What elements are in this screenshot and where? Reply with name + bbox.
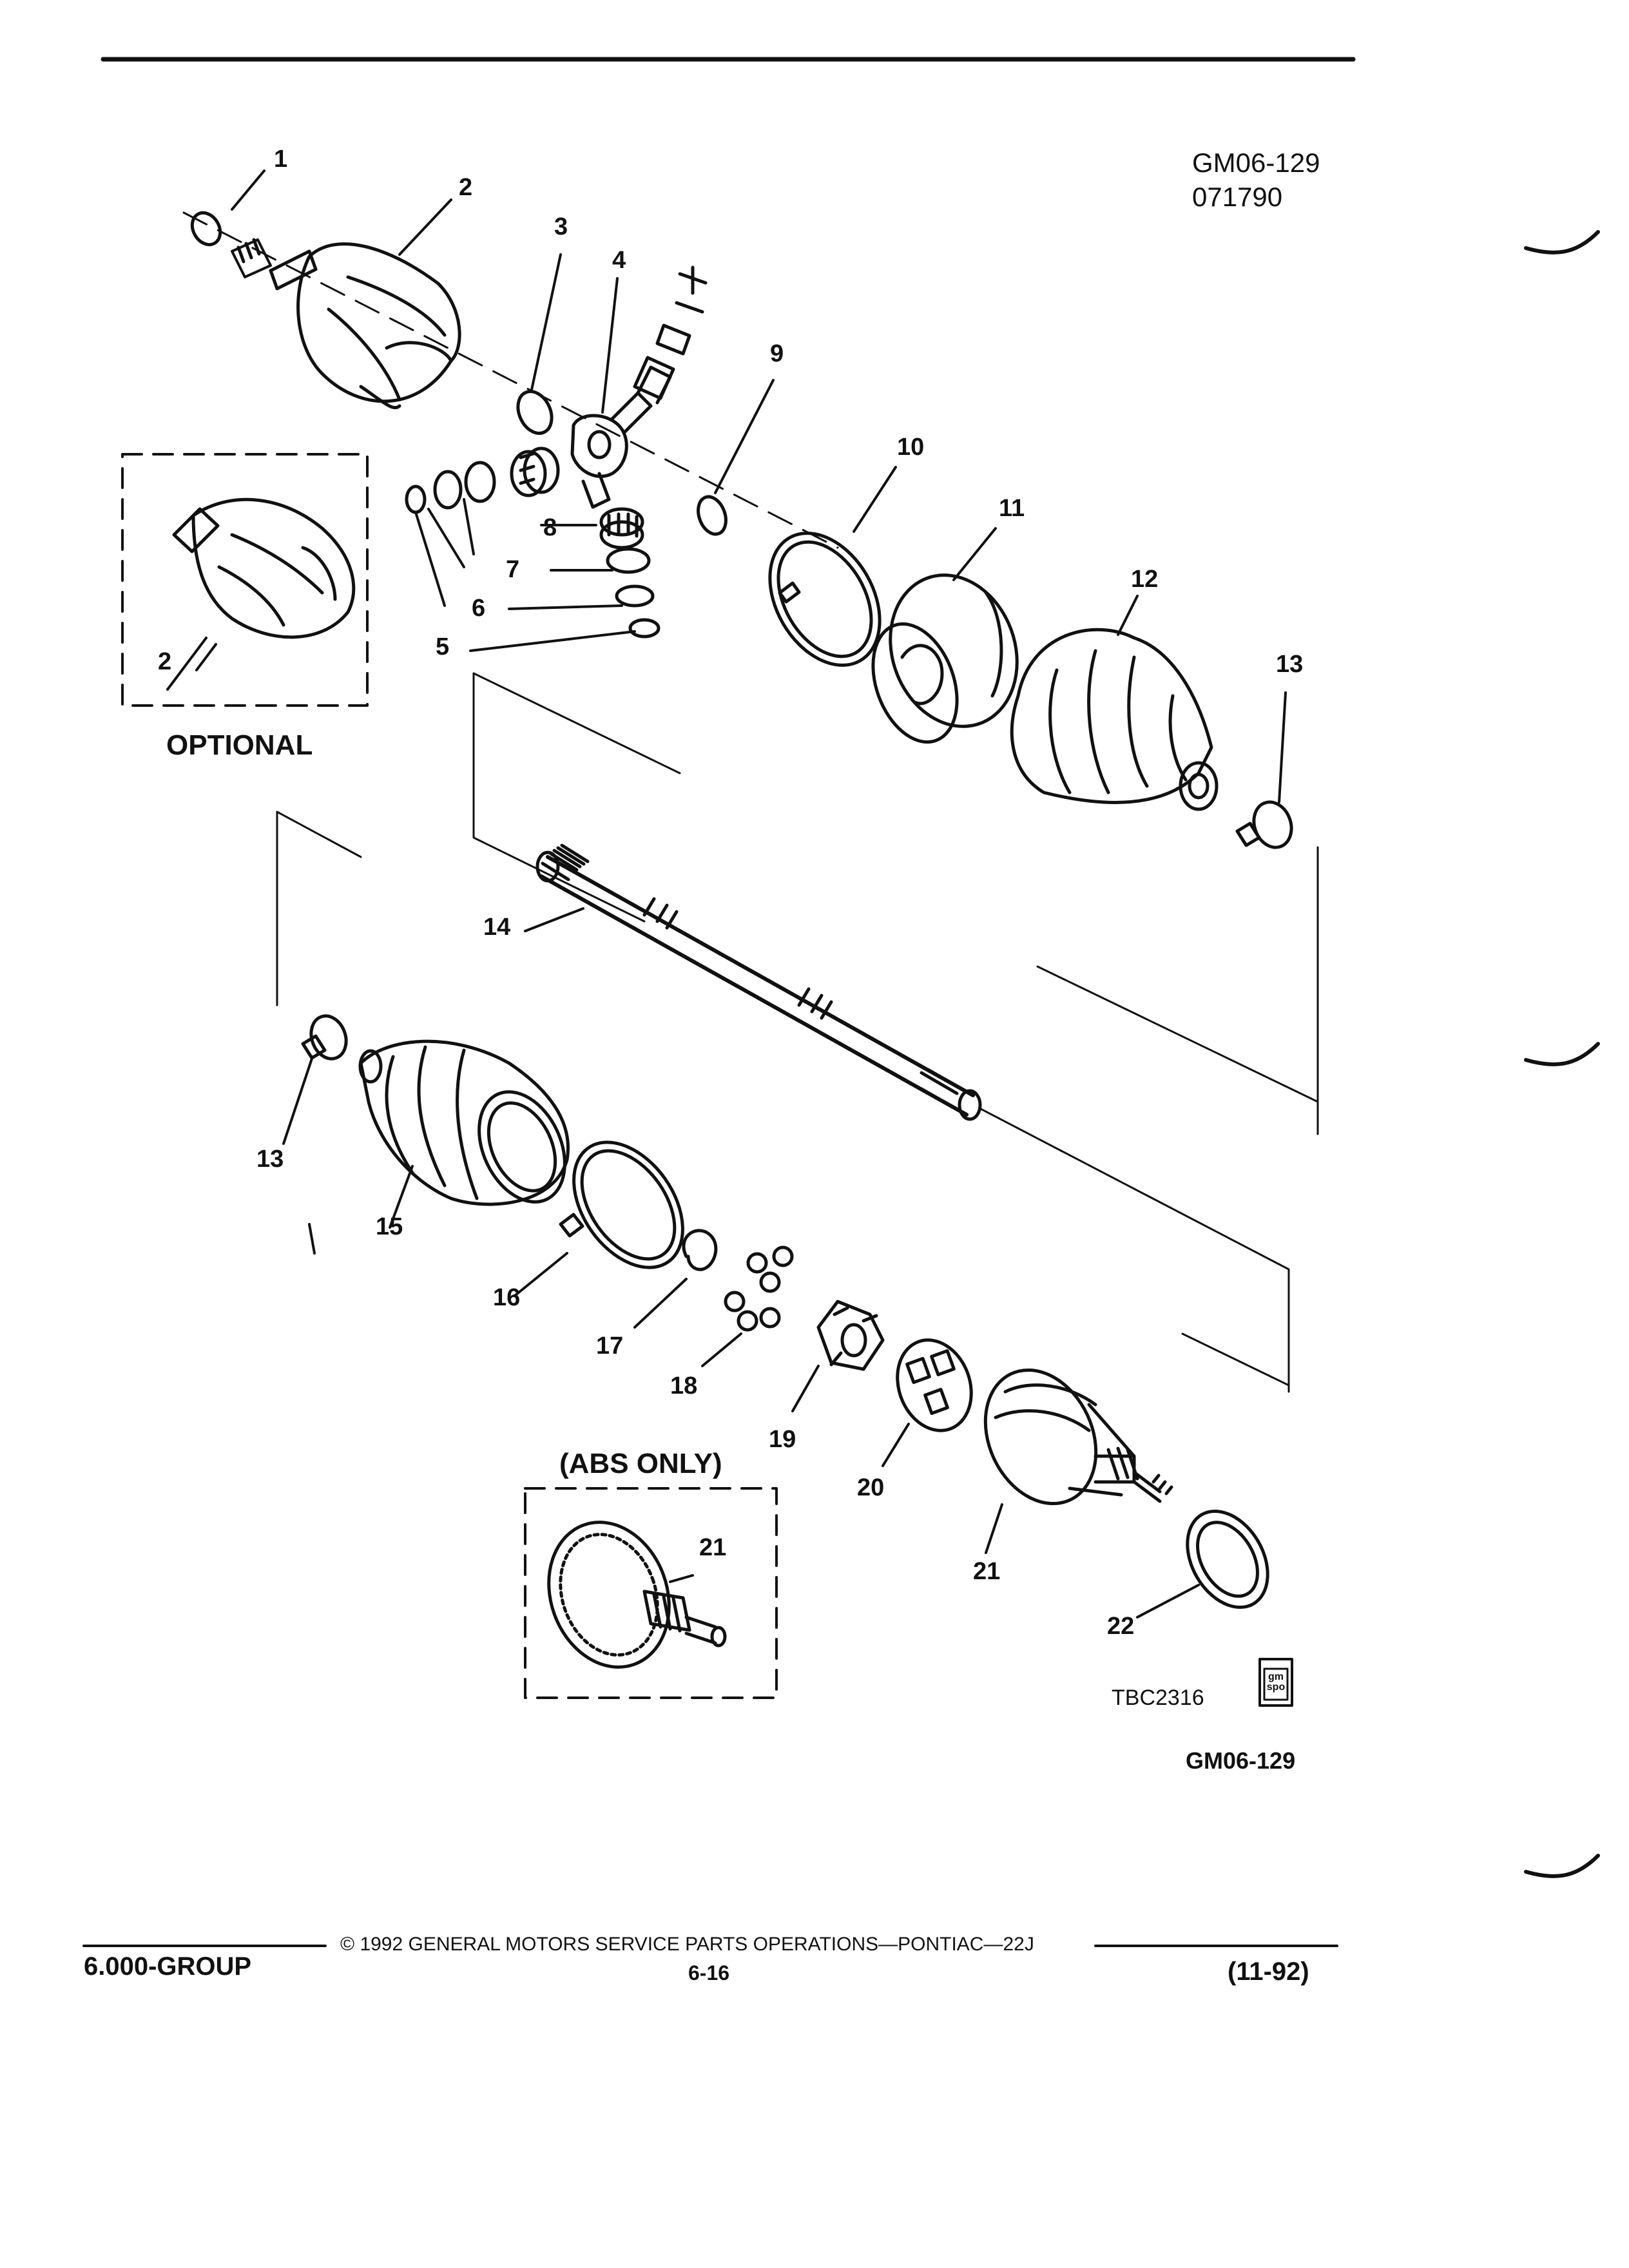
callout-14: 14 <box>483 914 511 941</box>
callout-13-lower: 13 <box>256 1146 284 1173</box>
part-20-cage <box>896 1338 973 1432</box>
figure-code: TBC2316 <box>1112 1686 1204 1710</box>
callout-8: 8 <box>543 514 557 541</box>
part-13-small-clamp-lower <box>301 1014 348 1061</box>
revision-code: (11-92) <box>1228 1957 1309 1986</box>
frame-upper-left <box>472 672 681 923</box>
callout-2: 2 <box>459 174 473 201</box>
edge-mark-1 <box>1524 230 1600 255</box>
callout-5: 5 <box>436 633 450 660</box>
part-14-half-shaft <box>535 843 982 1121</box>
part-9-ring <box>697 495 728 536</box>
callout-16: 16 <box>493 1284 521 1311</box>
part-10-large-clamp <box>768 532 882 667</box>
part-5-retainer-lower <box>628 618 660 639</box>
optional-inset-label: OPTIONAL <box>166 729 313 761</box>
callout-21-abs: 21 <box>699 1534 727 1561</box>
callout-11: 11 <box>999 495 1025 522</box>
edge-mark-3 <box>1524 1854 1600 1878</box>
callout-18: 18 <box>670 1372 698 1399</box>
callout-21: 21 <box>973 1558 1001 1585</box>
part-7-bearing-race-left <box>464 461 496 503</box>
part-16-large-clamp <box>559 1140 684 1269</box>
part-6-washer-left <box>433 470 463 510</box>
frame-lower-right <box>978 1107 1290 1393</box>
copyright-line: © 1992 GENERAL MOTORS SERVICE PARTS OPER… <box>340 1934 1034 1955</box>
optional-inset-border <box>121 453 369 707</box>
part-21-outer-joint <box>983 1368 1173 1506</box>
part-17-retaining-ring <box>682 1229 718 1271</box>
part-7-bearing-race-lower <box>606 547 651 574</box>
frame-upper-right <box>1036 846 1319 1135</box>
part-8-needle-bearing-left <box>510 447 560 497</box>
edge-mark-2 <box>1524 1042 1600 1066</box>
part-11-joint-housing <box>871 573 1019 744</box>
callout-15: 15 <box>376 1213 403 1240</box>
part-8-needle-bearing-lower <box>599 507 644 550</box>
group-label: 6.000-GROUP <box>84 1952 252 1981</box>
callout-12: 12 <box>1131 566 1159 593</box>
spo-logo-text: gm spo <box>1266 1671 1286 1693</box>
page-number: 6-16 <box>688 1961 730 1984</box>
callout-1: 1 <box>274 146 288 173</box>
part-3-ring <box>516 390 554 435</box>
callout-13-upper: 13 <box>1276 651 1304 678</box>
callout-7: 7 <box>506 556 520 583</box>
part-19-inner-race <box>816 1300 885 1371</box>
date-code: 071790 <box>1192 182 1283 212</box>
spo-logo-box <box>1258 1658 1293 1707</box>
callout-4: 4 <box>612 247 626 274</box>
callout-6: 6 <box>472 595 486 622</box>
part-5-retainer-left <box>405 485 427 514</box>
abs-outer-joint <box>547 1521 727 1669</box>
stray-mark <box>308 1223 316 1254</box>
part-12-inner-boot <box>1010 628 1219 811</box>
optional-inner-housing <box>172 497 356 639</box>
abs-inset-border <box>524 1487 778 1699</box>
callout-leaders <box>166 169 1287 1619</box>
part-15-outer-boot <box>358 1039 570 1206</box>
part-1-snap-ring <box>190 211 222 247</box>
callout-19: 19 <box>769 1426 796 1453</box>
part-22-seal <box>1186 1509 1269 1610</box>
drawing-number: GM06-129 <box>1192 148 1320 178</box>
callout-9: 9 <box>770 340 784 367</box>
figure-reference: GM06-129 <box>1186 1747 1296 1774</box>
callout-2-optional: 2 <box>158 648 172 675</box>
callout-17: 17 <box>596 1332 624 1360</box>
callout-22: 22 <box>1107 1613 1135 1640</box>
upper-centerline <box>182 211 839 549</box>
callout-3: 3 <box>554 213 568 240</box>
part-4-spider <box>570 265 708 509</box>
abs-inset-label: (ABS ONLY) <box>559 1448 722 1479</box>
part-6-washer-lower <box>615 584 655 608</box>
part-2-inner-housing <box>231 238 461 410</box>
part-18-balls <box>724 1245 794 1332</box>
callout-10: 10 <box>897 434 925 461</box>
frame-lower-left <box>276 811 362 1006</box>
callout-20: 20 <box>857 1474 885 1501</box>
part-13-small-clamp-upper <box>1235 800 1293 849</box>
